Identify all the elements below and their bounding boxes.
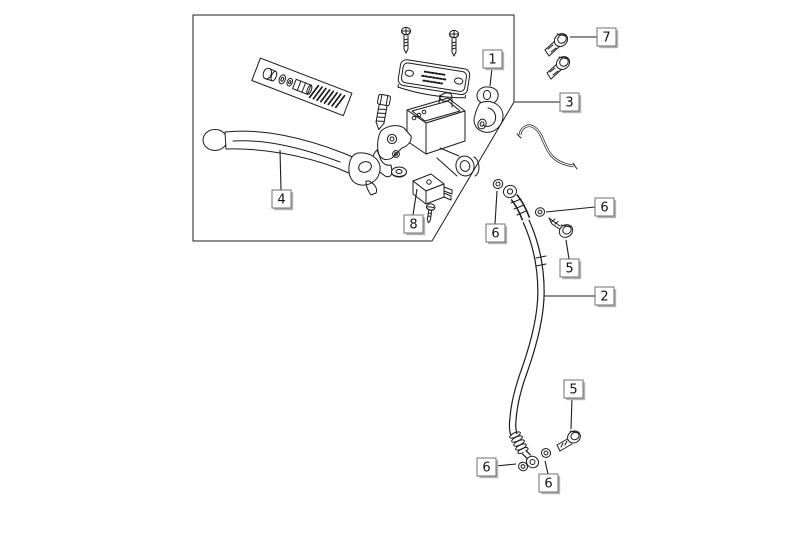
callout-8-label: 8 [409,218,417,233]
callout-7: 7 [570,27,619,49]
callout-5-upper: 5 [559,239,582,280]
switch-screw-drawing [426,203,436,224]
brake-lever-drawing [202,129,381,196]
brake-hose-drawing [502,184,547,469]
callout-3: 3 [514,92,582,114]
callout-5-lower-leader-line [570,397,573,430]
callout-5-upper-box [559,258,580,278]
cap-screw-drawing [401,26,411,54]
banjo-bolt-lower-drawing [556,430,581,452]
sealing-washer-drawing [492,179,504,189]
callout-6-upper-left-label: 6 [491,227,499,242]
callout-6-upper-left-leader-line [494,190,498,225]
piston-repair-kit-drawing [251,57,353,117]
sealing-washer-drawing [534,207,546,217]
callouts-layer: 1 2 3 4 5 5 6 6 6 6 7 8 [271,27,619,495]
callout-8: 8 [403,188,426,236]
callout-6-lower-right-leader-line [544,460,549,475]
callout-1-box [482,49,503,69]
callout-1: 1 [482,49,505,87]
vent-tube-drawing [516,124,578,170]
callout-8-leader-line [412,188,418,216]
callout-2: 2 [544,286,617,308]
callout-6-lower-right: 6 [538,460,561,495]
banjo-bolt-upper-drawing [548,217,574,238]
cap-screw-drawing [449,29,459,57]
callout-2-label: 2 [600,290,608,305]
master-cylinder-drawing [372,92,480,178]
callout-6-lower-left-box [476,457,497,477]
sealing-washer-drawing [540,448,552,458]
callout-5-lower-box [563,379,584,399]
callout-5-upper-label: 5 [565,262,573,277]
callout-6-upper-right-label: 6 [600,201,608,216]
callout-6-upper-left-box [485,223,506,243]
lever-pivot-bolt-drawing [375,93,391,131]
callout-3-box [559,92,580,112]
sealing-washer-drawing [518,461,528,472]
callout-6-lower-right-label: 6 [544,477,552,492]
callout-1-leader-line [489,67,493,87]
handlebar-clamp-drawing [473,86,504,133]
callout-6-upper-right-leader-line [545,206,596,213]
callout-6-lower-left-label: 6 [482,461,490,476]
callout-4-label: 4 [277,193,285,208]
callout-5-upper-leader-line [565,239,570,260]
callout-2-box [594,286,615,306]
callout-6-upper-right-box [594,197,615,217]
callout-1-label: 1 [488,53,496,68]
callout-4-box [271,189,292,209]
callout-8-box [403,214,424,234]
callout-4: 4 [271,149,294,211]
callout-6-lower-right-box [538,473,559,493]
callout-6-upper-left: 6 [485,190,508,245]
callout-7-box [596,27,617,47]
callout-3-label: 3 [565,96,573,111]
callout-6-lower-left-leader-line [495,463,517,467]
callout-6-lower-left: 6 [476,457,517,479]
callout-4-leader-line [279,149,282,191]
inner-panel-outline [192,14,515,242]
callout-5-lower: 5 [563,379,586,430]
callout-5-lower-label: 5 [569,383,577,398]
callout-7-label: 7 [602,31,610,46]
brake-light-switch-drawing [412,173,453,205]
flange-bolts-drawing [544,33,571,80]
reservoir-cap-drawing [397,59,471,99]
callout-6-upper-right: 6 [545,197,617,219]
